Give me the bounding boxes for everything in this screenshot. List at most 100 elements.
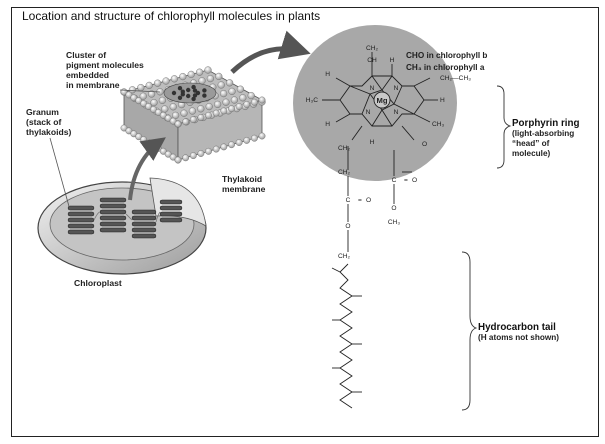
atom-eq-chain: = — [358, 197, 362, 204]
membrane-bead — [205, 112, 211, 118]
atom-ch2-chain-2: CH₂ — [338, 169, 351, 176]
membrane-bead — [228, 106, 234, 112]
membrane-bead — [146, 82, 153, 89]
membrane-bead — [181, 110, 188, 117]
svg-text:Cluster of: Cluster of — [66, 50, 106, 60]
membrane-bead — [259, 97, 265, 103]
svg-text:embedded: embedded — [66, 70, 109, 80]
pigment-molecule — [193, 88, 197, 92]
atom-n-3: N — [366, 109, 371, 116]
atom-ch2-top: CH₂ — [366, 45, 379, 52]
svg-text:Porphyrin ring: Porphyrin ring — [512, 118, 580, 129]
atom-o-carbonyl: O — [366, 197, 371, 204]
mg-label: Mg — [377, 96, 388, 105]
svg-text:in membrane: in membrane — [66, 80, 120, 90]
atom-n-2: N — [394, 85, 399, 92]
svg-text:membrane: membrane — [222, 184, 266, 194]
membrane-bead — [161, 106, 168, 113]
label-cho-chlorophyll-b: CHO in chlorophyll b — [406, 51, 487, 60]
atom-h-lowerleft: H — [325, 121, 330, 128]
atom-o-ring-ester: O — [391, 205, 396, 212]
membrane-bead — [175, 157, 181, 163]
atom-ch3-right: CH₃ — [432, 121, 445, 128]
membrane-bead — [175, 121, 181, 127]
atom-h3c-left: H₃C — [306, 97, 318, 104]
membrane-bead — [221, 144, 227, 150]
membrane-bead — [214, 101, 221, 108]
membrane-bead — [197, 105, 204, 112]
membrane-bead — [213, 110, 219, 116]
atom-o-keto: O — [422, 141, 427, 148]
label-chloroplast: Chloroplast — [74, 278, 122, 288]
atom-ch3-ester: CH₃ — [388, 219, 401, 226]
membrane-bead — [205, 148, 211, 154]
porphyrin-bracket — [497, 86, 510, 168]
membrane-bead — [170, 103, 177, 110]
atom-c-chain: C — [346, 197, 351, 204]
membrane-bead — [220, 90, 227, 97]
svg-text:“head” of: “head” of — [512, 139, 550, 148]
membrane-bead — [213, 146, 219, 152]
membrane-bead — [198, 150, 204, 156]
atom-ch2-chain-1: CH₂ — [338, 145, 351, 152]
membrane-bead — [251, 135, 257, 141]
membrane-bead — [221, 108, 227, 114]
atom-h-top: H — [390, 57, 395, 64]
membrane-bead — [207, 75, 214, 82]
membrane-bead — [198, 114, 204, 120]
membrane-bead — [190, 152, 196, 158]
atom-ch2-chain-3: CH₂ — [338, 253, 351, 260]
atom-eq-ring: = — [404, 177, 408, 184]
pigment-molecule — [202, 88, 206, 92]
membrane-bead — [171, 75, 178, 82]
membrane-bead — [226, 79, 233, 86]
membrane-bead — [189, 108, 196, 115]
pigment-molecule — [202, 93, 206, 97]
membrane-bead — [182, 155, 188, 161]
membrane-bead — [188, 71, 195, 78]
hydrocarbon-tail — [340, 264, 352, 408]
membrane-bead — [196, 69, 203, 76]
membrane-bead — [159, 97, 166, 104]
svg-text:(light-absorbing: (light-absorbing — [512, 129, 574, 138]
svg-text:molecule): molecule) — [512, 149, 550, 158]
pigment-molecule — [178, 86, 182, 90]
membrane-bead — [205, 67, 212, 74]
pigment-molecule — [178, 96, 182, 100]
tail-bracket — [462, 252, 476, 410]
label-cluster: Cluster of pigment molecules embedded in… — [66, 50, 144, 90]
svg-text:Thylakoid: Thylakoid — [222, 174, 262, 184]
atom-o-ester: O — [345, 223, 350, 230]
membrane-bead — [215, 73, 222, 80]
atom-h-upperleft: H — [325, 71, 330, 78]
membrane-bead — [237, 86, 244, 93]
atom-h-right: H — [440, 97, 445, 104]
svg-text:(stack of: (stack of — [26, 117, 61, 127]
atom-n-1: N — [370, 85, 375, 92]
membrane-bead — [206, 103, 213, 110]
membrane-bead — [154, 80, 161, 87]
svg-text:Granum: Granum — [26, 107, 59, 117]
svg-text:Hydrocarbon tail: Hydrocarbon tail — [478, 322, 556, 333]
pigment-molecule — [172, 91, 176, 95]
membrane-bead — [163, 78, 170, 85]
membrane-bead — [137, 84, 144, 91]
label-thylakoid: Thylakoid membrane — [222, 174, 266, 194]
membrane-bead — [228, 142, 234, 148]
atom-ch2ch3: CH₂—CH₃ — [440, 75, 471, 82]
thylakoid-membrane-block — [121, 67, 266, 164]
membrane-bead — [182, 119, 188, 125]
label-hydrocarbon-tail: Hydrocarbon tail (H atoms not shown) — [478, 322, 559, 342]
svg-text:(H atoms not shown): (H atoms not shown) — [478, 333, 559, 342]
svg-text:thylakoids): thylakoids) — [26, 127, 72, 137]
atom-c-ring: C — [392, 177, 397, 184]
membrane-bead — [236, 103, 242, 109]
membrane-bead — [244, 101, 250, 107]
pigment-molecule — [186, 94, 190, 98]
atom-ch-top: CH — [367, 57, 377, 64]
chloroplast-illustration — [38, 178, 206, 274]
membrane-bead — [236, 139, 242, 145]
membrane-bead — [199, 77, 206, 84]
svg-text:pigment molecules: pigment molecules — [66, 60, 144, 70]
